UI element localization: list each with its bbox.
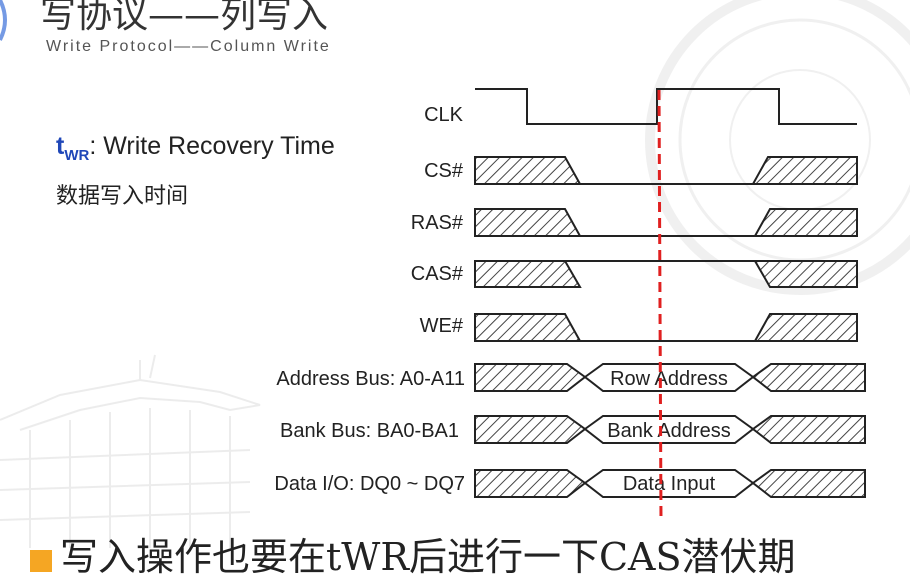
signal-label-we: WE# [420, 315, 464, 337]
address-bus-waveform: Row Address [474, 363, 866, 392]
bus-label-address: Address Bus: A0-A11 [276, 368, 465, 390]
signal-label-cas: CAS# [411, 263, 464, 285]
bus-label-bank: Bank Bus: BA0-BA1 [280, 420, 459, 442]
building-watermark [0, 354, 261, 548]
background-decoration [0, 0, 910, 548]
data-bus-waveform: Data Input [474, 469, 866, 498]
twr-text: : Write Recovery Time [89, 132, 335, 160]
slide-subtitle: Write Protocol——Column Write [46, 38, 331, 55]
twr-chinese-label: 数据写入时间 [56, 184, 189, 209]
data-bus-value: Data Input [623, 473, 716, 495]
cas-waveform [474, 260, 858, 288]
clock-edge-marker [657, 89, 663, 523]
address-bus-value: Row Address [610, 368, 728, 390]
signal-label-clk: CLK [424, 104, 464, 126]
twr-symbol: t [56, 132, 65, 160]
bottom-note: 写入操作也要在tWR后进行一下CAS潜伏期 [30, 526, 796, 581]
twr-definition: tWR: Write Recovery Time [56, 132, 335, 164]
bullet-square-icon [30, 549, 52, 572]
we-waveform [474, 313, 858, 342]
bank-bus-value: Bank Address [607, 420, 730, 442]
clk-waveform [475, 88, 857, 125]
bank-bus-waveform: Bank Address [474, 415, 866, 444]
slide-title: 写协议——列写入 [40, 0, 329, 36]
signal-label-ras: RAS# [411, 212, 464, 234]
ras-waveform [474, 208, 858, 237]
twr-subscript: WR [64, 147, 90, 164]
bus-label-data: Data I/O: DQ0 ~ DQ7 [274, 473, 465, 495]
timing-diagram: CLK CS# RAS# CAS# WE# Address Bus: A0-A1… [274, 88, 866, 523]
cs-waveform [474, 156, 858, 185]
bottom-note-text: 写入操作也要在tWR后进行一下CAS潜伏期 [60, 535, 796, 579]
signal-label-cs: CS# [424, 160, 464, 182]
